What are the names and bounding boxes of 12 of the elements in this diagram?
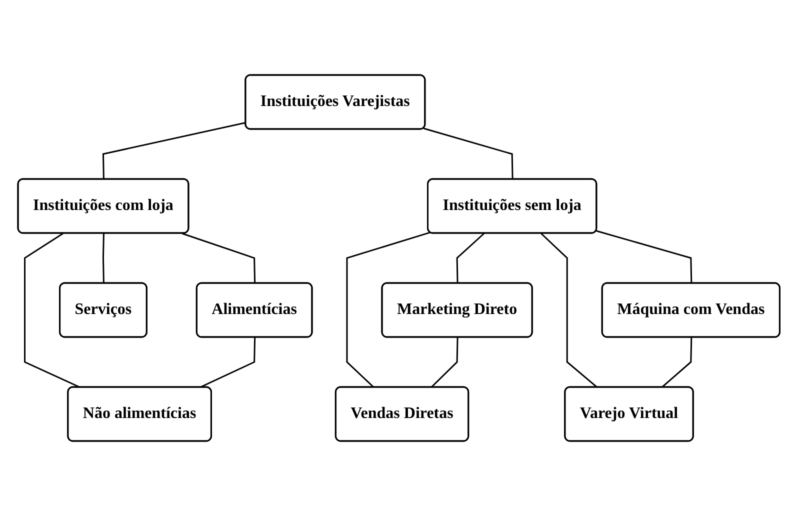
connector bbox=[102, 233, 104, 284]
connector bbox=[182, 232, 256, 284]
connector bbox=[660, 337, 692, 388]
connector bbox=[430, 337, 458, 388]
connector bbox=[540, 232, 598, 388]
connector bbox=[24, 232, 80, 388]
connector bbox=[423, 128, 513, 180]
connector bbox=[346, 232, 430, 388]
connector bbox=[456, 232, 484, 284]
connector bbox=[198, 337, 256, 388]
connector bbox=[596, 230, 692, 284]
connector bbox=[102, 122, 246, 180]
